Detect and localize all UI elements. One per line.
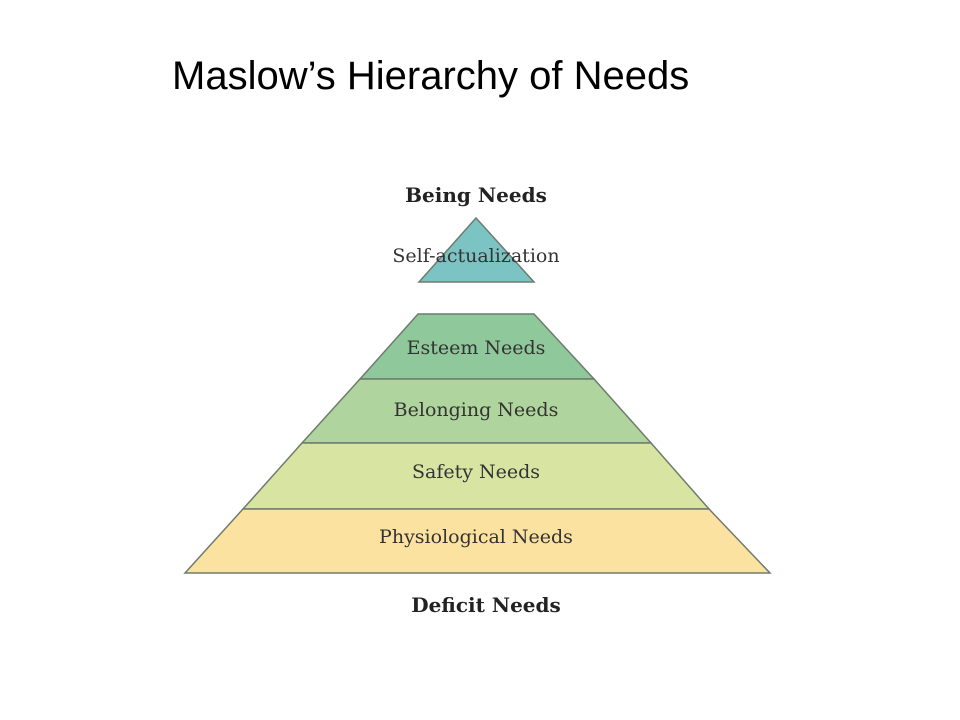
deficit-needs-heading: Deficit Needs [411, 593, 561, 617]
slide-title: Maslow’s Hierarchy of Needs [172, 54, 690, 98]
self-actualization-label: Self-actualization [392, 245, 559, 267]
physiological-needs-label: Physiological Needs [379, 526, 573, 548]
belonging-needs-label: Belonging Needs [394, 399, 559, 421]
being-needs-heading: Being Needs [405, 183, 547, 207]
safety-needs-label: Safety Needs [412, 461, 540, 483]
self-actualization-triangle [417, 216, 536, 283]
esteem-needs-label: Esteem Needs [407, 337, 546, 359]
physiological-needs-level [183, 508, 772, 574]
